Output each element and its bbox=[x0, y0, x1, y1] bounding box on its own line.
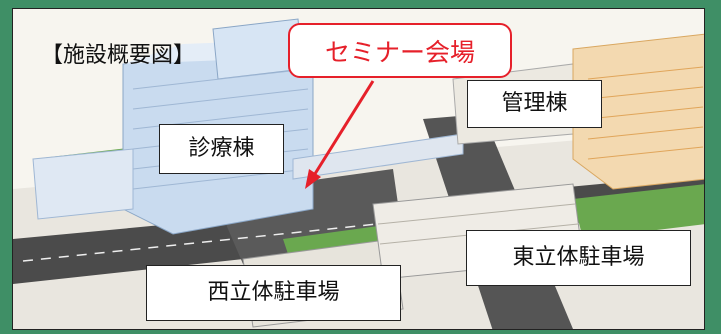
admin-building-label: 管理棟 bbox=[467, 80, 602, 128]
callout-arrow-head bbox=[305, 169, 321, 189]
west-parking-label: 西立体駐車場 bbox=[146, 265, 401, 321]
figure-title: 【施設概要図】 bbox=[41, 43, 196, 68]
clinic-building-label: 診療棟 bbox=[159, 124, 284, 174]
clinic-wing bbox=[32, 148, 134, 220]
seminar-venue-callout: セミナー会場 bbox=[288, 23, 512, 78]
east-parking-label: 東立体駐車場 bbox=[466, 230, 691, 286]
connecting-corridor bbox=[292, 133, 464, 180]
residence-windows bbox=[587, 66, 704, 160]
grass-area bbox=[573, 184, 704, 239]
callout-arrow-line bbox=[311, 80, 375, 178]
